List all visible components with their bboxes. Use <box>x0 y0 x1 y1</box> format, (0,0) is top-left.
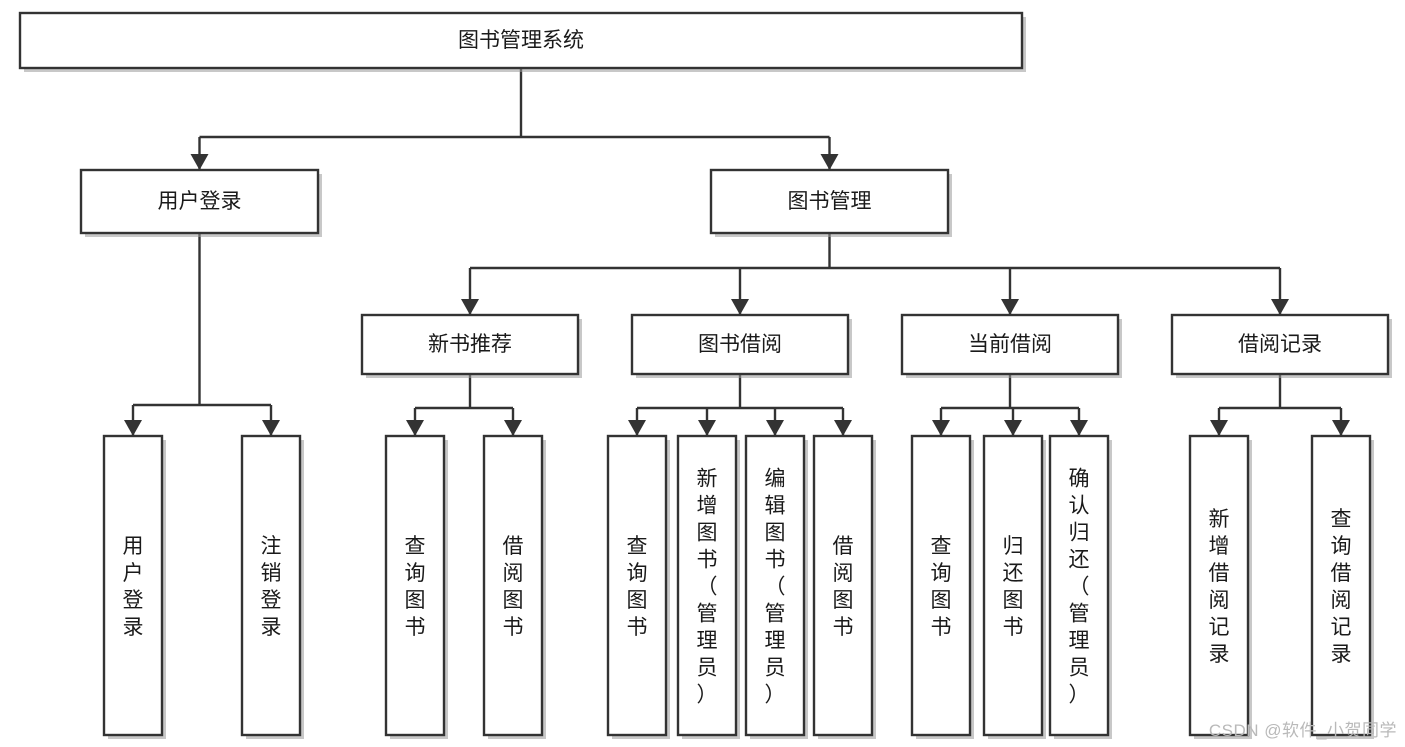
arrow-head-icon <box>504 420 522 436</box>
connector-group-user-login <box>124 233 280 436</box>
node-label: 图书管理系统 <box>458 29 584 52</box>
arrow-head-icon <box>1271 299 1289 315</box>
node-label: 新增图书（管理员） <box>697 467 718 706</box>
node-label: 借阅记录 <box>1238 333 1322 356</box>
node-leaf-query-book-3[interactable]: 查询图书 <box>910 434 974 739</box>
connector-group-new-book-recommend <box>406 374 522 436</box>
node-leaf-query-record[interactable]: 查询借阅记录 <box>1310 434 1374 739</box>
connector-group-book-manage <box>461 233 1289 315</box>
node-label: 图书管理 <box>788 190 872 213</box>
connector-group-book-borrow <box>628 374 852 436</box>
node-label: 确认归还（管理员） <box>1069 467 1090 706</box>
connector-group-root <box>190 68 839 170</box>
node-label: 查询图书 <box>931 535 952 639</box>
arrow-head-icon <box>1210 420 1228 436</box>
arrow-head-icon <box>820 154 839 170</box>
node-label: 图书借阅 <box>698 333 782 356</box>
node-label: 新增借阅记录 <box>1209 508 1230 666</box>
arrow-head-icon <box>698 420 716 436</box>
node-current-borrow[interactable]: 当前借阅 <box>900 313 1122 378</box>
node-root[interactable]: 图书管理系统 <box>18 11 1026 72</box>
node-label: 借阅图书 <box>503 535 524 639</box>
node-leaf-borrow-book-2[interactable]: 借阅图书 <box>812 434 876 739</box>
node-leaf-add-record[interactable]: 新增借阅记录 <box>1188 434 1252 739</box>
arrow-head-icon <box>262 420 280 436</box>
arrow-head-icon <box>1004 420 1022 436</box>
node-leaf-confirm-return[interactable]: 确认归还（管理员） <box>1048 434 1112 739</box>
arrow-head-icon <box>834 420 852 436</box>
node-leaf-borrow-book-1[interactable]: 借阅图书 <box>482 434 546 739</box>
node-book-manage[interactable]: 图书管理 <box>709 168 952 237</box>
node-label: 用户登录 <box>158 190 242 213</box>
node-leaf-add-book-admin[interactable]: 新增图书（管理员） <box>676 434 740 739</box>
arrow-head-icon <box>1332 420 1350 436</box>
node-label: 查询借阅记录 <box>1331 508 1352 666</box>
arrow-head-icon <box>731 299 749 315</box>
connector-group-borrow-record <box>1210 374 1350 436</box>
arrow-head-icon <box>932 420 950 436</box>
node-leaf-logout-login[interactable]: 注销登录 <box>240 434 304 739</box>
arrow-head-icon <box>1070 420 1088 436</box>
node-label: 查询图书 <box>405 535 426 639</box>
node-label: 归还图书 <box>1003 535 1024 639</box>
node-user-login[interactable]: 用户登录 <box>79 168 322 237</box>
arrow-head-icon <box>406 420 424 436</box>
node-label: 用户登录 <box>123 535 144 639</box>
arrow-head-icon <box>1001 299 1019 315</box>
node-label: 查询图书 <box>627 535 648 639</box>
node-borrow-record[interactable]: 借阅记录 <box>1170 313 1392 378</box>
node-leaf-edit-book-admin[interactable]: 编辑图书（管理员） <box>744 434 808 739</box>
node-leaf-user-login[interactable]: 用户登录 <box>102 434 166 739</box>
node-new-book-recommend[interactable]: 新书推荐 <box>360 313 582 378</box>
node-label: 注销登录 <box>261 535 282 639</box>
node-label: 新书推荐 <box>428 333 512 356</box>
arrow-head-icon <box>461 299 479 315</box>
node-layer: 图书管理系统用户登录图书管理新书推荐图书借阅当前借阅借阅记录用户登录注销登录查询… <box>18 11 1392 739</box>
node-label: 编辑图书（管理员） <box>765 467 786 706</box>
arrow-head-icon <box>124 420 142 436</box>
node-leaf-query-book-1[interactable]: 查询图书 <box>384 434 448 739</box>
connector-layer <box>124 68 1350 436</box>
node-leaf-return-book[interactable]: 归还图书 <box>982 434 1046 739</box>
arrow-head-icon <box>190 154 209 170</box>
node-leaf-query-book-2[interactable]: 查询图书 <box>606 434 670 739</box>
node-label: 借阅图书 <box>833 535 854 639</box>
node-label: 当前借阅 <box>968 333 1052 356</box>
node-book-borrow[interactable]: 图书借阅 <box>630 313 852 378</box>
arrow-head-icon <box>766 420 784 436</box>
connector-group-current-borrow <box>932 374 1088 436</box>
arrow-head-icon <box>628 420 646 436</box>
